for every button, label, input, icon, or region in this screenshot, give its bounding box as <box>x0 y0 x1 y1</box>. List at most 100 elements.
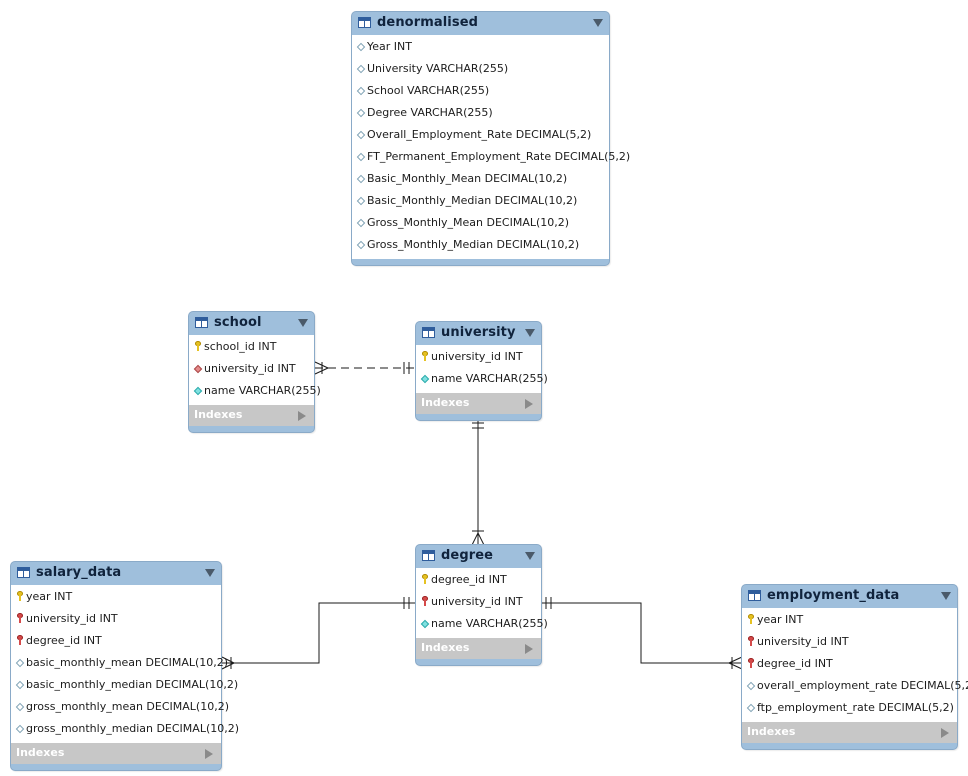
column-label: university_id INT <box>204 362 296 375</box>
column-row[interactable]: Year INT <box>352 36 609 58</box>
indexes-section[interactable]: Indexes <box>742 722 957 743</box>
plain-diamond-icon <box>356 108 366 118</box>
column-row[interactable]: degree_id INT <box>742 653 957 675</box>
table-header[interactable]: employment_data <box>742 585 957 608</box>
column-row[interactable]: university_id INT <box>742 631 957 653</box>
crowfoot-toe-icon <box>221 656 235 664</box>
foreign-key-icon <box>17 613 23 623</box>
table-title: employment_data <box>767 588 900 603</box>
column-row[interactable]: gross_monthly_median DECIMAL(10,2) <box>11 718 239 740</box>
primary-key-icon <box>422 351 428 361</box>
plain-diamond-icon <box>356 196 366 206</box>
column-label: degree_id INT <box>431 573 507 586</box>
column-row[interactable]: gross_monthly_mean DECIMAL(10,2) <box>11 696 229 718</box>
column-row[interactable]: basic_monthly_mean DECIMAL(10,2) <box>11 652 228 674</box>
column-row[interactable]: name VARCHAR(255) <box>416 368 548 390</box>
relationship-degree-salary-data[interactable] <box>221 597 416 670</box>
column-row[interactable]: university_id INT <box>416 346 541 368</box>
table-icon <box>195 317 208 328</box>
indexes-label: Indexes <box>421 641 470 654</box>
column-label: Overall_Employment_Rate DECIMAL(5,2) <box>367 128 592 141</box>
expand-arrow-icon[interactable] <box>525 399 533 409</box>
column-row[interactable]: year INT <box>11 586 221 608</box>
table-degree[interactable]: degree degree_id INT university_id INT n… <box>415 544 548 666</box>
relationship-university-degree[interactable] <box>471 417 485 546</box>
collapse-arrow-icon[interactable] <box>593 19 603 27</box>
column-label: Basic_Monthly_Median DECIMAL(10,2) <box>367 194 578 207</box>
relationship-line <box>222 602 416 664</box>
column-row[interactable]: Basic_Monthly_Median DECIMAL(10,2) <box>352 190 609 212</box>
column-label: university_id INT <box>26 612 118 625</box>
table-icon <box>422 550 435 561</box>
collapse-arrow-icon[interactable] <box>298 319 308 327</box>
column-row[interactable]: School VARCHAR(255) <box>352 80 609 102</box>
foreign-key-icon <box>17 635 23 645</box>
table-footer <box>11 764 221 770</box>
table-employment-data[interactable]: employment_data year INT university_id I… <box>741 584 968 750</box>
collapse-arrow-icon[interactable] <box>525 329 535 337</box>
column-label: name VARCHAR(255) <box>431 372 548 385</box>
column-row[interactable]: Overall_Employment_Rate DECIMAL(5,2) <box>352 124 609 146</box>
column-row[interactable]: Gross_Monthly_Mean DECIMAL(10,2) <box>352 212 609 234</box>
column-row[interactable]: overall_employment_rate DECIMAL(5,2) <box>742 675 968 697</box>
column-label: Degree VARCHAR(255) <box>367 106 493 119</box>
indexes-section[interactable]: Indexes <box>11 743 221 764</box>
table-header[interactable]: salary_data <box>11 562 221 585</box>
column-label: Basic_Monthly_Mean DECIMAL(10,2) <box>367 172 568 185</box>
column-row[interactable]: Gross_Monthly_Median DECIMAL(10,2) <box>352 234 609 256</box>
collapse-arrow-icon[interactable] <box>941 592 951 600</box>
column-row[interactable]: University VARCHAR(255) <box>352 58 609 80</box>
column-row[interactable]: Degree VARCHAR(255) <box>352 102 609 124</box>
table-university[interactable]: university university_id INT name VARCHA… <box>415 321 548 421</box>
columns-list: year INT university_id INT degree_id INT… <box>11 585 239 743</box>
table-salary-data[interactable]: salary_data year INT university_id INT d… <box>10 561 239 771</box>
column-row[interactable]: degree_id INT <box>416 569 541 591</box>
column-label: name VARCHAR(255) <box>431 617 548 630</box>
collapse-arrow-icon[interactable] <box>205 569 215 577</box>
indexes-section[interactable]: Indexes <box>189 405 314 426</box>
column-label: gross_monthly_median DECIMAL(10,2) <box>26 722 240 735</box>
column-label: overall_employment_rate DECIMAL(5,2) <box>757 679 968 692</box>
column-label: Year INT <box>367 40 412 53</box>
column-row[interactable]: school_id INT <box>189 336 314 358</box>
plain-diamond-icon <box>746 703 756 713</box>
indexes-section[interactable]: Indexes <box>416 393 541 414</box>
crowfoot-toe-icon <box>221 662 235 670</box>
expand-arrow-icon[interactable] <box>525 644 533 654</box>
table-title: degree <box>441 548 494 563</box>
column-row[interactable]: university_id INT <box>416 591 541 613</box>
column-label: basic_monthly_median DECIMAL(10,2) <box>26 678 239 691</box>
table-header[interactable]: school <box>189 312 314 335</box>
relationship-school-university[interactable] <box>314 361 416 375</box>
table-icon <box>748 590 761 601</box>
table-denormalised[interactable]: denormalised Year INT University VARCHAR… <box>351 11 630 266</box>
crowfoot-toe-icon <box>728 662 743 670</box>
expand-arrow-icon[interactable] <box>298 411 306 421</box>
column-row[interactable]: year INT <box>742 609 957 631</box>
collapse-arrow-icon[interactable] <box>525 552 535 560</box>
column-row[interactable]: name VARCHAR(255) <box>189 380 321 402</box>
table-icon <box>422 327 435 338</box>
column-row[interactable]: degree_id INT <box>11 630 221 652</box>
table-header[interactable]: university <box>416 322 541 345</box>
plain-diamond-icon <box>356 64 366 74</box>
column-label: year INT <box>26 590 73 603</box>
table-header[interactable]: degree <box>416 545 541 568</box>
plain-diamond-icon <box>356 86 366 96</box>
column-row[interactable]: name VARCHAR(255) <box>416 613 548 635</box>
column-row[interactable]: university_id INT <box>189 358 314 380</box>
column-row[interactable]: university_id INT <box>11 608 221 630</box>
indexes-section[interactable]: Indexes <box>416 638 541 659</box>
column-row[interactable]: ftp_employment_rate DECIMAL(5,2) <box>742 697 957 719</box>
relationship-degree-employment-data[interactable] <box>541 597 743 670</box>
column-row[interactable]: basic_monthly_median DECIMAL(10,2) <box>11 674 238 696</box>
column-row[interactable]: FT_Permanent_Employment_Rate DECIMAL(5,2… <box>352 146 630 168</box>
table-footer <box>189 426 314 432</box>
expand-arrow-icon[interactable] <box>941 728 949 738</box>
expand-arrow-icon[interactable] <box>205 749 213 759</box>
table-header[interactable]: denormalised <box>352 12 609 35</box>
table-school[interactable]: school school_id INT university_id INT n… <box>188 311 321 433</box>
column-label: gross_monthly_mean DECIMAL(10,2) <box>26 700 229 713</box>
column-row[interactable]: Basic_Monthly_Mean DECIMAL(10,2) <box>352 168 609 190</box>
